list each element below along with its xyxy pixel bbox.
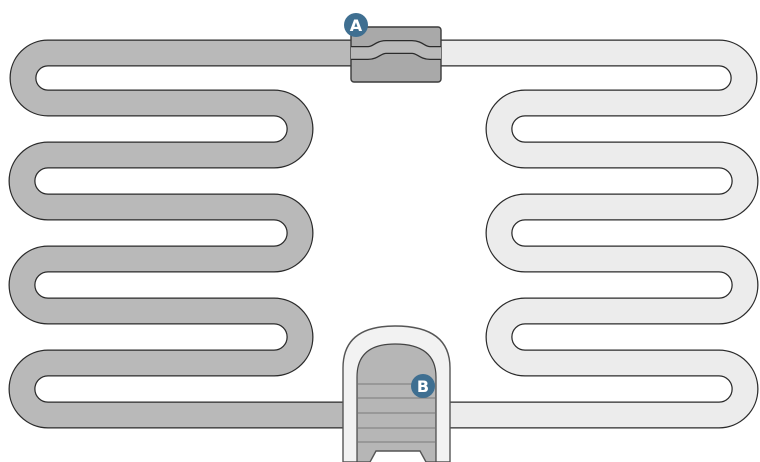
heater-unit <box>342 325 451 462</box>
clip-strip-fill <box>351 41 441 59</box>
strip-left-fill <box>9 40 395 428</box>
marker-b: B <box>411 374 435 398</box>
heater-coil-lines <box>358 383 435 443</box>
marker-a-circle <box>344 13 368 37</box>
strip-right-fill <box>395 40 758 428</box>
junction-clip <box>350 26 442 83</box>
marker-b-circle <box>411 374 435 398</box>
marker-a-label: A <box>350 16 363 35</box>
heater-core <box>356 343 437 462</box>
marker-b-label: B <box>417 377 429 396</box>
serpentine-strip <box>8 39 759 429</box>
marker-a: A <box>344 13 368 37</box>
heater-foot <box>369 450 427 462</box>
